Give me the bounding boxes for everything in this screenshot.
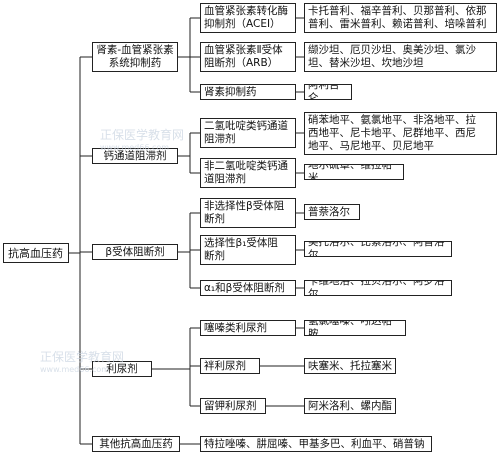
sub-alpha-beta: α₁和β受体阻断剂 xyxy=(200,280,296,296)
sub-non-dihydropyridine: 非二氢吡啶类钙通 道阻滞剂 xyxy=(200,158,296,188)
drugs-alpha-beta: 卡维地洛、拉贝洛尔、阿罗洛尔 xyxy=(304,280,452,296)
sub-nonselective-beta: 非选择性β受体阻 断剂 xyxy=(200,198,296,228)
drugs-acei: 卡托普利、福辛普利、贝那普利、依那 普利、雷米普利、赖诺普利、培哚普利 xyxy=(304,3,497,33)
sub-loop-diuretic: 袢利尿剂 xyxy=(200,358,260,374)
sub-dihydropyridine: 二氢吡啶类钙通道 阻滞剂 xyxy=(200,118,296,148)
sub-acei: 血管紧张素转化酶 抑制剂（ACEI） xyxy=(200,3,296,33)
drugs-arb: 缬沙坦、厄贝沙坦、奥美沙坦、氯沙 坦、替米沙坦、坎地沙坦 xyxy=(304,42,497,72)
root-node: 抗高血压药 xyxy=(3,243,69,263)
drugs-other: 特拉唑嗪、肼屈嗪、甲基多巴、利血平、硝普钠 xyxy=(200,436,432,452)
category-diuretics: 利尿剂 xyxy=(92,361,152,377)
category-other: 其他抗高血压药 xyxy=(92,436,180,452)
drugs-thiazide: 氢氯噻嗪、吲达帕胺 xyxy=(304,320,406,336)
sub-potassium-sparing: 留钾利尿剂 xyxy=(200,398,266,414)
category-ras-inhibitors: 肾素-血管紧张素 系统抑制药 xyxy=(92,42,178,72)
category-beta-blockers: β受体阻断剂 xyxy=(92,244,178,260)
drugs-non-dihydropyridine: 地尔硫䓬、维拉帕米 xyxy=(304,164,404,180)
sub-thiazide: 噻嗪类利尿剂 xyxy=(200,320,296,336)
drugs-potassium-sparing: 阿米洛利、螺内酯 xyxy=(304,398,396,414)
drugs-dihydropyridine: 硝苯地平、氨氯地平、非洛地平、拉 西地平、尼卡地平、尼群地平、西尼 地平、马尼地… xyxy=(304,112,497,155)
sub-selective-beta1: 选择性β₁受体阻 断剂 xyxy=(200,235,296,265)
drugs-loop-diuretic: 呋塞米、托拉塞米 xyxy=(304,358,396,374)
sub-renin-inhibitor: 肾素抑制药 xyxy=(200,84,296,100)
drugs-renin-inhibitor: 阿利吉仑 xyxy=(304,84,352,100)
drugs-nonselective-beta: 普萘洛尔 xyxy=(304,204,360,220)
category-ccb: 钙通道阻滞剂 xyxy=(92,148,178,164)
sub-arb: 血管紧张素Ⅱ受体 阻断剂（ARB） xyxy=(200,42,296,72)
drugs-selective-beta1: 美托洛尔、比索洛尔、阿替洛尔 xyxy=(304,241,452,257)
